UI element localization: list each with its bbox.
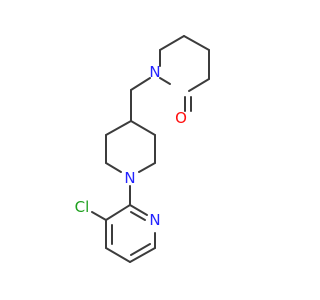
bond-py-c5-c6: [129, 247, 156, 263]
atom-nitrogen-piperidine: N: [124, 169, 135, 187]
bond-c5-c4: [105, 120, 132, 136]
bond-py-inner-3: [130, 211, 146, 221]
lactam-ring: [159, 35, 210, 112]
bond-c6-n1: [159, 77, 171, 85]
pyridine-ring: [91, 204, 156, 263]
atom-nitrogen-lactam: N: [149, 63, 160, 81]
piperidine-ring: [105, 120, 156, 173]
bond-n1-ch2: [130, 77, 151, 91]
bond-c5-c6: [188, 78, 210, 92]
atom-nitrogen-pyridine: N: [149, 211, 160, 229]
bond-c3-c4: [183, 35, 210, 51]
bond-c3-cl: [91, 211, 107, 221]
bond-py-c4-c5: [105, 247, 131, 263]
atom-chlorine: Cl: [75, 198, 90, 216]
bond-c2-n: [138, 162, 156, 173]
bond-n-c6: [105, 162, 122, 173]
bond-c2-c3: [159, 35, 185, 51]
atom-oxygen-carbonyl: O: [175, 109, 187, 127]
bond-py-inner-2: [130, 243, 151, 256]
bond-py-n-c2: [129, 204, 148, 216]
bond-py-c2-c3: [105, 204, 131, 221]
molecule-structure: N O N Cl N: [75, 35, 210, 263]
bond-c4-c3: [130, 120, 156, 136]
